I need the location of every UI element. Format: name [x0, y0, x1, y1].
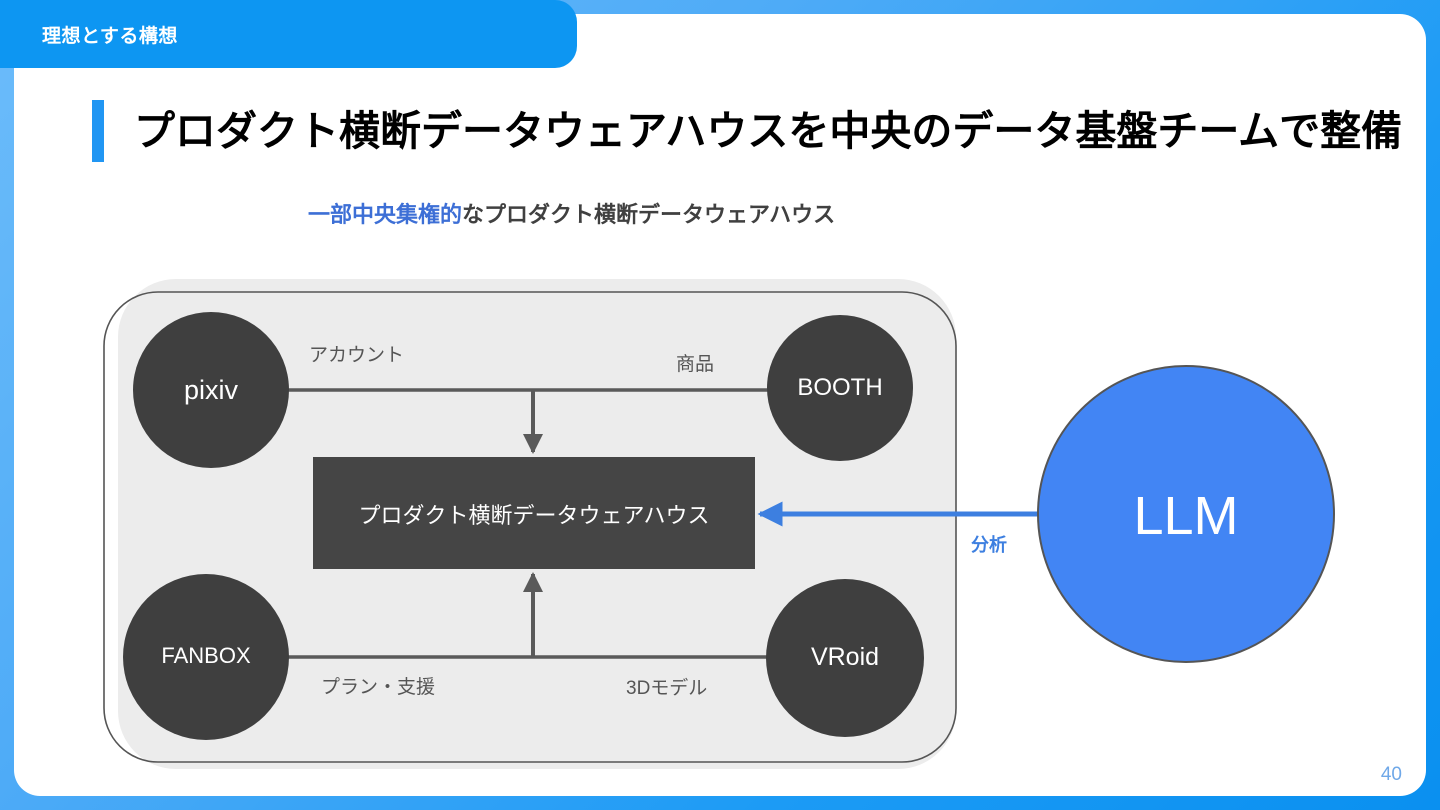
page-title: プロダクト横断データウェアハウスを中央のデータ基盤チームで整備	[92, 100, 1402, 162]
subtitle-accent: 一部中央集権的	[308, 202, 463, 227]
title-text: プロダクト横断データウェアハウスを中央のデータ基盤チームで整備	[134, 107, 1403, 154]
subtitle: 一部中央集権的なプロダクト横断データウェアハウス	[308, 202, 835, 228]
page-number: 40	[1380, 764, 1402, 785]
subtitle-rest: なプロダクト横断データウェアハウス	[462, 202, 836, 227]
section-tab-label: 理想とする構想	[42, 25, 178, 47]
section-tab: 理想とする構想	[0, 0, 577, 68]
title-accent-bar	[92, 100, 104, 162]
